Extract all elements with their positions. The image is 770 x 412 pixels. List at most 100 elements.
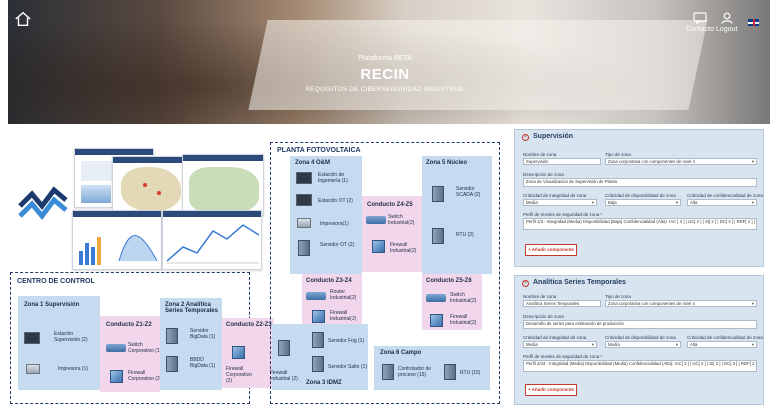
zone-type-select[interactable]: Zona corporativa con componentes de nive… (605, 300, 757, 307)
plant-box (270, 142, 500, 404)
device-label: BBDD BigData (1) (190, 357, 216, 369)
workstation-icon (24, 332, 40, 344)
conduit-z3-z4-title: Conducto Z3-Z4 (306, 278, 352, 284)
zone-name-field[interactable]: Supervisión (523, 158, 601, 165)
zone-5[interactable] (422, 156, 492, 274)
chevron-down-icon: ▾ (675, 200, 678, 205)
chevron-down-icon: ▾ (751, 342, 754, 347)
close-icon[interactable]: × (522, 134, 529, 141)
security-level-field[interactable]: Perfil 1/3 - Integridad (Media) Disponib… (523, 218, 757, 230)
device-label: Switch Industrial(2) (388, 214, 415, 226)
switch-icon (366, 216, 386, 224)
workstation-icon (296, 194, 312, 206)
rtu-icon (432, 228, 444, 244)
user-icon (721, 12, 733, 24)
control-center-label: CENTRO DE CONTROL (17, 278, 95, 285)
scada-server-icon (432, 186, 444, 202)
label-name: Nombre de zona (523, 152, 557, 157)
chevron-down-icon: ▾ (751, 301, 754, 306)
printer-icon (26, 364, 40, 374)
zone-2[interactable] (160, 298, 222, 390)
switch-icon (426, 294, 446, 302)
close-icon[interactable]: × (522, 280, 529, 287)
conduit-z4-z5[interactable] (362, 196, 422, 272)
zone-name-field[interactable]: Analítica Series Temporales (523, 300, 601, 307)
availability-select[interactable]: Baja▾ (605, 199, 681, 206)
zone-type-select[interactable]: Zona corporativa con componentes de nive… (605, 158, 757, 165)
conduit-z2-z3[interactable] (222, 318, 274, 388)
contact-button[interactable]: Contacto (686, 12, 714, 33)
availability-value: Media (608, 342, 620, 347)
logout-label: Logout (716, 26, 738, 33)
label-security-level: Perfil de niveles de seguridad de zona * (523, 354, 603, 359)
contact-label: Contacto (686, 26, 715, 33)
app-subtitle: REQUISITOS DE CIBERSEGURIDAD INDUSTRIAL (305, 86, 465, 93)
device-label: Firewall Industrial (2) (270, 370, 298, 382)
device-label: Impresora (1) (58, 366, 89, 372)
device-label: Firewall Corporativo (2) (128, 370, 162, 382)
home-icon[interactable] (14, 10, 32, 28)
integrity-value: Media (526, 342, 538, 347)
label-type: Tipo de zona (605, 294, 631, 299)
device-label: Servidor Salto (1) (328, 364, 367, 370)
label-description: Descripción de zona (523, 314, 564, 319)
chevron-down-icon: ▾ (675, 342, 678, 347)
label-availability: Criticidad de disponibilidad de zona (605, 193, 676, 198)
charts-thumbnail (72, 210, 162, 270)
chevron-down-icon: ▾ (751, 159, 754, 164)
device-label: RTU (15) (460, 370, 481, 376)
label-security-level: Perfil de niveles de seguridad de zona * (523, 212, 603, 217)
firewall-icon (232, 346, 245, 359)
device-label: Estación OT (2) (318, 198, 353, 204)
integrity-select[interactable]: Media▾ (523, 199, 597, 206)
chevron-down-icon: ▾ (751, 200, 754, 205)
device-label: Servidor SCADA (2) (456, 186, 481, 198)
device-label: Estación Supervisión (2) (54, 331, 88, 343)
label-integrity: Criticidad de integridad de zona (523, 193, 587, 198)
zone-panel-supervision: × Supervisión Nombre de zona Supervisión… (514, 129, 764, 267)
router-icon (306, 292, 326, 300)
workstation-icon (296, 172, 312, 184)
label-description: Descripción de zona (523, 172, 564, 177)
add-component-button[interactable]: + Añadir componente (525, 384, 577, 396)
platform-label: Plataforma BETA (358, 55, 412, 62)
confidentiality-value: Alta (690, 200, 698, 205)
description-textarea[interactable]: Zona de Visualización de Supervisión de … (523, 178, 757, 187)
zone-5-title: Zona 5 Núcleo (426, 160, 468, 166)
zone-1-title: Zona 1 Supervisión (24, 302, 80, 308)
label-confidentiality: Criticidad de confidencialidad de zona (687, 335, 763, 340)
chat-icon (693, 12, 707, 24)
confidentiality-select[interactable]: Alta ▾ (687, 199, 757, 206)
dashboard-screenshots (72, 146, 264, 272)
confidentiality-select[interactable]: Alta▾ (687, 341, 757, 348)
integrity-value: Media (526, 200, 538, 205)
device-label: Impresora(1) (320, 221, 349, 227)
add-component-button[interactable]: + Añadir componente (525, 244, 577, 256)
zone-6-title: Zona 6 Campo (380, 350, 422, 356)
database-icon (166, 356, 178, 372)
plant-label: PLANTA FOTOVOLTAICA (277, 147, 361, 154)
conduit-z5-z6-title: Conducto Z5-Z6 (426, 278, 472, 284)
zone-type-value: Zona corporativa con componentes de nive… (608, 159, 695, 164)
security-level-field[interactable]: Perfil 2/43 - Integridad (Media) Disponi… (523, 360, 757, 372)
label-confidentiality: Criticidad de confidencialidad de zona (687, 193, 763, 198)
server-icon (312, 332, 324, 348)
zone-2-title: Zona 2 Analítica Series Temporales (165, 302, 218, 314)
server-icon (312, 356, 324, 372)
device-label: Router Industrial(2) (330, 289, 357, 301)
zone-3-title: Zona 3 IDMZ (306, 380, 342, 386)
uk-flag-icon[interactable] (748, 19, 759, 26)
device-label: Servidor OT (2) (320, 242, 355, 248)
firewall-icon (312, 310, 325, 323)
recin-logo (18, 186, 68, 221)
device-label: RTU (2) (456, 232, 474, 238)
integrity-select[interactable]: Media▾ (523, 341, 597, 348)
label-integrity: Criticidad de integridad de zona (523, 335, 587, 340)
printer-icon (297, 218, 311, 228)
device-label: Switch Industrial(2) (450, 292, 477, 304)
hero-banner (8, 0, 770, 124)
description-textarea[interactable]: Desarrollo de series para estimación de … (523, 320, 757, 329)
availability-select[interactable]: Media ▾ (605, 341, 681, 348)
logout-button[interactable]: Logout (716, 12, 737, 33)
